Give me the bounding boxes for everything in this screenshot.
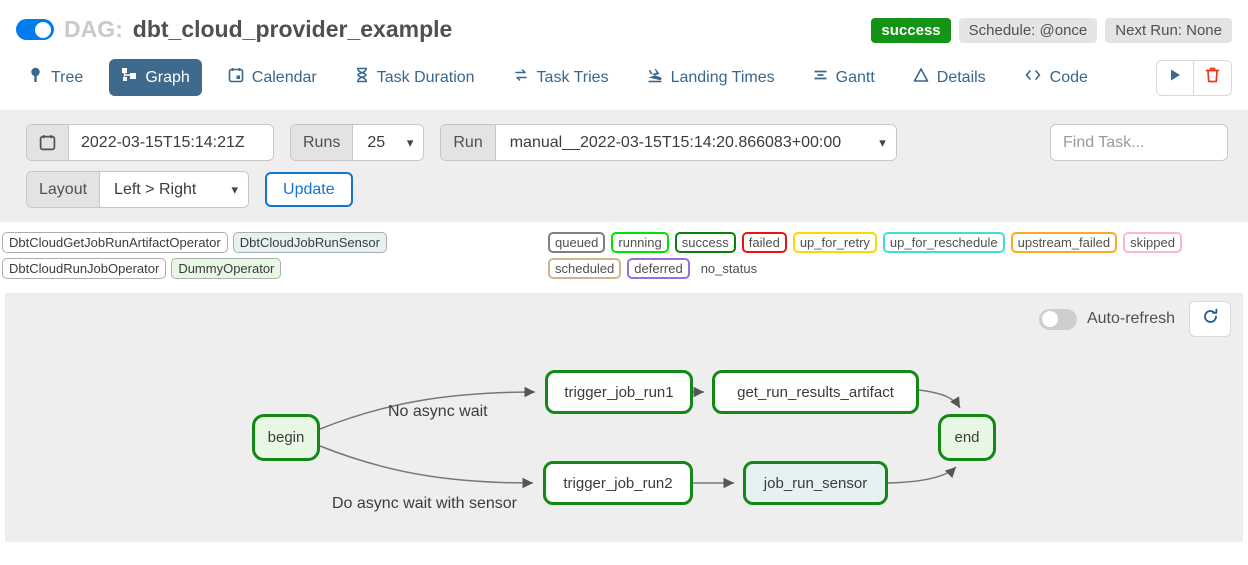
legend-status: running	[611, 232, 669, 253]
legend-operator: DbtCloudRunJobOperator	[2, 258, 167, 279]
layout-select-value: Left > Right	[114, 180, 197, 198]
tree-icon	[28, 67, 43, 88]
task-node-end[interactable]: end	[938, 414, 996, 461]
tab-task-duration[interactable]: Task Duration	[343, 59, 487, 96]
task-node-job-run-sensor[interactable]: job_run_sensor	[743, 461, 888, 505]
layout-select[interactable]: Left > Right ▾	[100, 172, 249, 207]
chevron-down-icon: ▾	[231, 181, 239, 197]
layout-group: Layout Left > Right ▾	[26, 171, 250, 208]
edge-label-do-async-wait: Do async wait with sensor	[332, 495, 517, 512]
auto-refresh-toggle[interactable]	[1038, 308, 1077, 330]
task-node-begin[interactable]: begin	[252, 414, 320, 461]
status-badge: success	[871, 18, 951, 43]
legend-status: queued	[548, 232, 606, 253]
tab-details[interactable]: Details	[901, 59, 998, 96]
task-node-trigger-job-run1[interactable]: trigger_job_run1	[545, 370, 693, 414]
runs-group: Runs 25 ▾	[290, 124, 425, 161]
schedule-badge: Schedule: @once	[958, 18, 1098, 43]
edge-artifact-end	[918, 389, 961, 409]
run-group: Run manual__2022-03-15T15:14:20.866083+0…	[440, 124, 897, 161]
tab-tree[interactable]: Tree	[16, 59, 95, 96]
legend-operator: DummyOperator	[171, 258, 282, 279]
task-node-trigger-job-run2[interactable]: trigger_job_run2	[543, 461, 693, 505]
gantt-bars-icon	[813, 67, 828, 88]
legend: DbtCloudGetJobRunArtifactOperator DbtClo…	[0, 222, 1248, 287]
trash-icon	[1205, 67, 1220, 88]
tab-label: Tree	[51, 68, 84, 86]
graph-icon	[121, 67, 137, 88]
run-select-value: manual__2022-03-15T15:14:20.866083+00:00	[509, 133, 842, 151]
base-date-input[interactable]	[69, 125, 273, 160]
toggle-knob	[35, 21, 51, 38]
view-tabbar: Tree Graph Calendar Task Duration Task T…	[0, 47, 1248, 110]
auto-refresh-label: Auto-refresh	[1086, 310, 1175, 327]
legend-operator: DbtCloudGetJobRunArtifactOperator	[2, 232, 228, 253]
runs-label: Runs	[291, 125, 354, 160]
tab-code[interactable]: Code	[1012, 59, 1100, 96]
tab-label: Landing Times	[670, 68, 775, 86]
toggle-knob	[1041, 311, 1058, 327]
tab-label: Graph	[145, 68, 190, 86]
task-node-get-run-results-artifact[interactable]: get_run_results_artifact	[712, 370, 919, 414]
legend-status: scheduled	[548, 258, 622, 279]
base-date-group	[26, 124, 274, 161]
tab-gantt[interactable]: Gantt	[801, 59, 887, 96]
chevron-down-icon: ▾	[879, 134, 886, 150]
tab-label: Code	[1049, 68, 1088, 86]
tab-landing-times[interactable]: Landing Times	[635, 59, 787, 96]
find-task-input[interactable]	[1050, 124, 1228, 161]
graph-panel: Auto-refresh begin trigger_job_run1 get_…	[5, 293, 1243, 542]
dag-title: dbt_cloud_provider_example	[132, 16, 453, 42]
runs-select-value: 25	[367, 133, 386, 151]
triangle-icon	[913, 67, 929, 88]
tab-graph[interactable]: Graph	[109, 59, 202, 96]
run-select[interactable]: manual__2022-03-15T15:14:20.866083+00:00…	[495, 125, 896, 160]
legend-operator: DbtCloudJobRunSensor	[232, 232, 387, 253]
dag-prefix-label: DAG:	[64, 16, 123, 42]
calendar-addon-icon	[27, 125, 69, 160]
legend-status: skipped	[1123, 232, 1182, 253]
calendar-icon	[228, 67, 244, 88]
legend-status: success	[674, 232, 736, 253]
delete-dag-button[interactable]	[1194, 59, 1232, 96]
legend-status: deferred	[627, 258, 690, 279]
run-label: Run	[441, 125, 496, 160]
tab-label: Calendar	[251, 68, 317, 86]
edge-sensor-end	[887, 466, 957, 484]
code-icon	[1024, 67, 1042, 88]
play-icon	[1168, 68, 1182, 87]
tab-label: Task Tries	[536, 68, 609, 86]
dag-header: DAG: dbt_cloud_provider_example success …	[0, 0, 1248, 47]
status-legend: queued running success failed up_for_ret…	[548, 232, 1244, 279]
edge-begin-trigger2	[319, 445, 534, 489]
legend-status: failed	[741, 232, 787, 253]
operator-legend: DbtCloudGetJobRunArtifactOperator DbtClo…	[2, 232, 548, 279]
runs-select[interactable]: 25 ▾	[353, 125, 424, 160]
legend-status: upstream_failed	[1010, 232, 1118, 253]
trigger-dag-button[interactable]	[1156, 59, 1194, 96]
edge-begin-trigger1	[319, 386, 536, 430]
edge-label-no-async-wait: No async wait	[388, 403, 488, 420]
next-run-badge: Next Run: None	[1105, 18, 1232, 43]
refresh-icon	[1202, 308, 1219, 330]
filter-panel: Runs 25 ▾ Run manual__2022-03-15T15:14:2…	[0, 110, 1248, 222]
refresh-button[interactable]	[1189, 301, 1231, 337]
edge-layer	[319, 386, 961, 489]
layout-label: Layout	[27, 172, 101, 207]
legend-status: up_for_retry	[792, 232, 877, 253]
tab-label: Task Duration	[376, 68, 475, 86]
update-button[interactable]: Update	[265, 172, 353, 207]
tab-label: Gantt	[835, 68, 875, 86]
chevron-down-icon: ▾	[406, 134, 414, 150]
dag-graph: begin trigger_job_run1 get_run_results_a…	[5, 293, 1243, 542]
tab-task-tries[interactable]: Task Tries	[501, 59, 621, 96]
legend-status: no_status	[700, 261, 758, 276]
legend-status: up_for_reschedule	[882, 232, 1005, 253]
retry-arrows-icon	[513, 67, 529, 88]
plane-landing-icon	[647, 67, 663, 88]
hourglass-icon	[355, 67, 369, 88]
tab-calendar[interactable]: Calendar	[216, 59, 329, 96]
tab-label: Details	[936, 68, 986, 86]
dag-pause-toggle[interactable]	[16, 19, 54, 40]
